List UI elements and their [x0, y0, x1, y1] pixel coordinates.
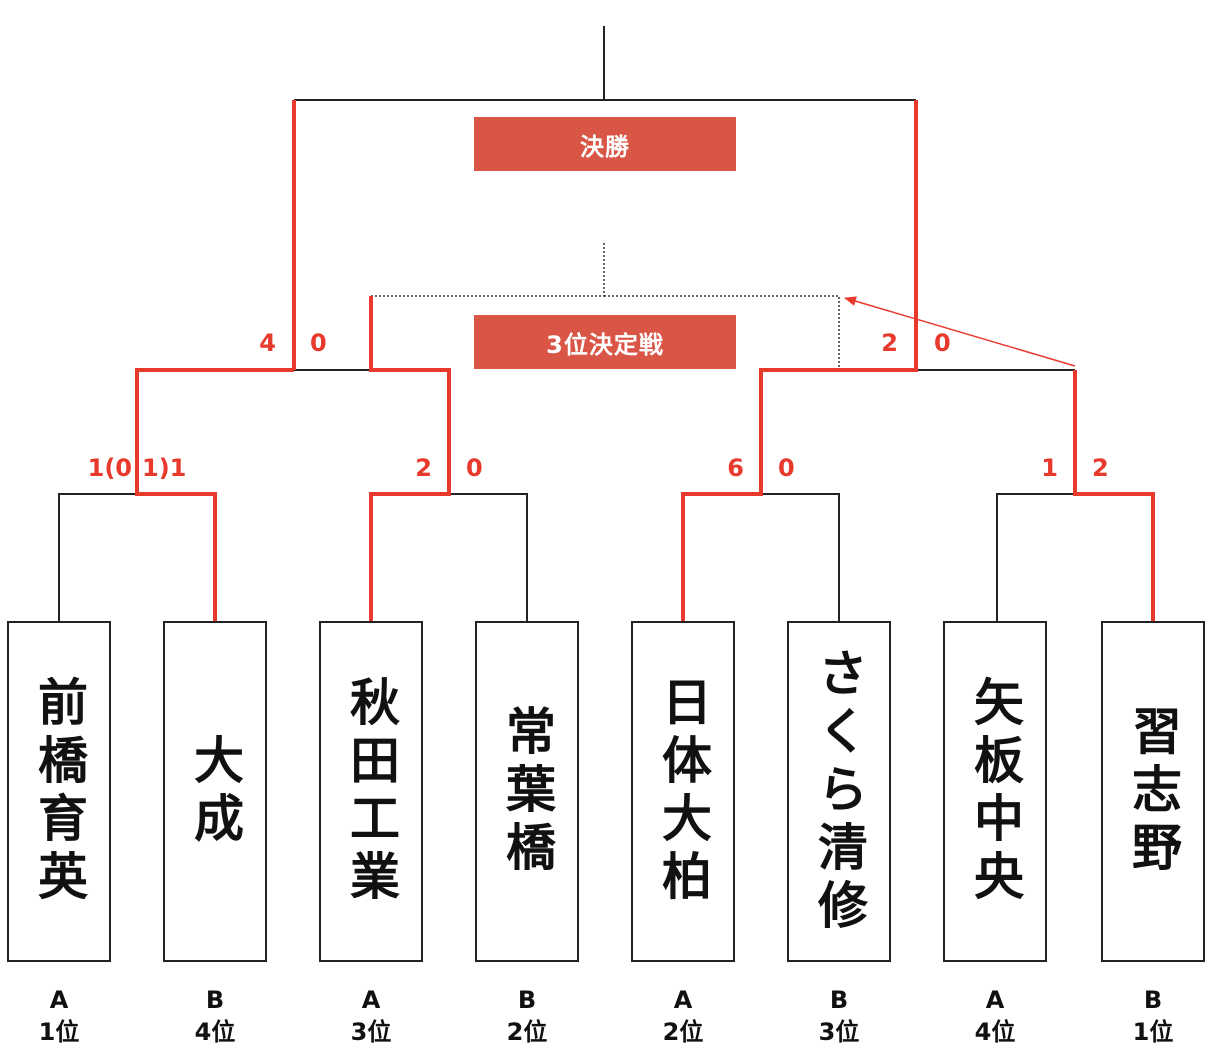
bracket-line-qf3-right [761, 493, 840, 621]
team-group: A [49, 986, 69, 1014]
third-place-line-right [604, 295, 840, 370]
team-name: 常葉橋 [498, 704, 556, 879]
win-path-qf2 [369, 296, 451, 621]
third-place-label: 3位決定戦 [474, 315, 736, 369]
score-qf4-left: 1 [1041, 454, 1058, 482]
team-rank: 3位 [350, 1018, 392, 1046]
team-seed-2: B 4位 [163, 984, 267, 1048]
team-seed-7: A 4位 [943, 984, 1047, 1048]
team-name: 前橋育英 [30, 675, 88, 908]
team-seed-8: B 1位 [1101, 984, 1205, 1048]
team-seed-6: B 3位 [787, 984, 891, 1048]
team-rank: 1位 [38, 1018, 80, 1046]
score-qf4-right: 2 [1092, 454, 1109, 482]
team-name: 大成 [186, 733, 244, 850]
team-name: 秋田工業 [342, 675, 400, 908]
team-group: A [673, 986, 693, 1014]
team-box-6: さくら清修 [787, 621, 891, 962]
win-path-qf3 [681, 368, 839, 621]
score-sf1-left: 4 [259, 329, 276, 357]
score-sf2-right: 0 [934, 329, 951, 357]
team-rank: 4位 [194, 1018, 236, 1046]
bracket-line-qf1-left [58, 493, 137, 621]
team-box-5: 日体大柏 [631, 621, 735, 962]
team-box-3: 秋田工業 [319, 621, 423, 962]
team-rank: 2位 [662, 1018, 704, 1046]
team-seed-3: A 3位 [319, 984, 423, 1048]
score-sf1-right: 0 [310, 329, 327, 357]
score-qf3-right: 0 [778, 454, 795, 482]
team-name: 日体大柏 [654, 675, 712, 908]
score-qf1-left: 1(0 [87, 454, 132, 482]
team-group: B [517, 986, 537, 1014]
team-rank: 1位 [1132, 1018, 1174, 1046]
team-group: A [361, 986, 381, 1014]
team-seed-5: A 2位 [631, 984, 735, 1048]
win-path-qf1 [135, 368, 294, 621]
team-name: さくら清修 [810, 646, 868, 937]
score-qf2-right: 0 [466, 454, 483, 482]
team-group: A [985, 986, 1005, 1014]
team-seed-1: A 1位 [7, 984, 111, 1048]
team-group: B [829, 986, 849, 1014]
bracket-line-qf2-right [449, 493, 528, 621]
team-group: B [1143, 986, 1163, 1014]
team-name: 習志野 [1124, 704, 1182, 879]
team-box-2: 大成 [163, 621, 267, 962]
score-qf1-right: 1)1 [142, 454, 187, 482]
score-qf2-left: 2 [415, 454, 432, 482]
team-rank: 4位 [974, 1018, 1016, 1046]
win-path-qf4 [1073, 370, 1155, 621]
team-box-4: 常葉橋 [475, 621, 579, 962]
team-seed-4: B 2位 [475, 984, 579, 1048]
team-rank: 2位 [506, 1018, 548, 1046]
team-name: 矢板中央 [966, 675, 1024, 908]
final-label: 決勝 [474, 117, 736, 171]
team-group: B [205, 986, 225, 1014]
score-qf3-left: 6 [727, 454, 744, 482]
score-sf2-left: 2 [881, 329, 898, 357]
team-box-1: 前橋育英 [7, 621, 111, 962]
team-box-8: 習志野 [1101, 621, 1205, 962]
loser-arrow [844, 296, 1076, 367]
bracket-line-qf4-left [996, 493, 1075, 621]
team-box-7: 矢板中央 [943, 621, 1047, 962]
team-rank: 3位 [818, 1018, 860, 1046]
win-path-sf2 [839, 100, 918, 372]
